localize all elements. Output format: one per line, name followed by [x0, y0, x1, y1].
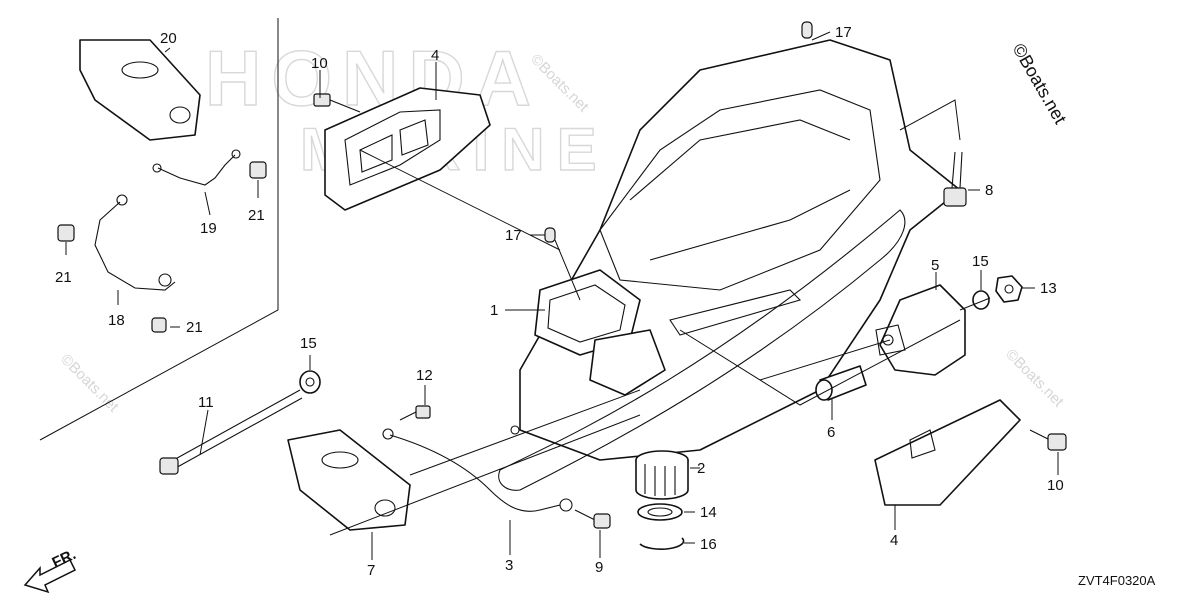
ground-cable-19 — [157, 154, 236, 186]
bolt-10-lower — [1029, 429, 1067, 451]
bolt-21-b — [57, 224, 75, 242]
callout-1: 1 — [490, 302, 498, 319]
bolt-21-a — [249, 161, 267, 179]
pin-17-mid — [544, 227, 556, 243]
washer-15-left — [299, 370, 321, 394]
holder-20 — [79, 39, 201, 141]
callout-7: 7 — [367, 562, 375, 579]
callout-17-mid: 17 — [505, 227, 522, 244]
leader-lines — [65, 31, 1059, 560]
assembly-guides — [329, 99, 991, 536]
bearing-2 — [635, 450, 689, 500]
bolt-10-upper — [313, 93, 361, 113]
callout-10-lower: 10 — [1047, 477, 1064, 494]
inset-divider — [39, 18, 279, 441]
callout-13: 13 — [1040, 280, 1057, 297]
callout-8: 8 — [985, 182, 993, 199]
bolt-9 — [574, 509, 611, 529]
nut-13 — [995, 275, 1023, 303]
callout-2: 2 — [697, 460, 705, 477]
reference-code: ZVT4F0320A — [1078, 573, 1156, 588]
callout-20: 20 — [160, 30, 177, 47]
pin-17-top — [801, 21, 813, 39]
callout-15-left: 15 — [300, 335, 317, 352]
ground-cable-18 — [94, 201, 176, 291]
callout-17-top: 17 — [835, 24, 852, 41]
callout-16: 16 — [700, 536, 717, 553]
callout-9: 9 — [595, 559, 603, 576]
mount-plate-upper — [324, 87, 491, 211]
callout-21-a: 21 — [248, 207, 265, 224]
callout-6: 6 — [827, 424, 835, 441]
case-assembly — [498, 39, 961, 491]
cover-4-lower — [874, 399, 1021, 506]
callout-4-lower: 4 — [890, 532, 898, 549]
callout-11: 11 — [198, 394, 214, 411]
side-watermark: ©Boats.net — [1009, 40, 1071, 127]
callout-4-upper: 4 — [431, 47, 439, 64]
bolt-21-c — [151, 317, 167, 333]
callout-10-upper: 10 — [311, 55, 328, 72]
faint-watermark-1: ©Boats.net — [57, 351, 122, 416]
callout-19: 19 — [200, 220, 217, 237]
callout-21-b: 21 — [55, 269, 72, 286]
washer-15-right — [972, 290, 990, 310]
bolt-11 — [159, 389, 303, 475]
bolt-8 — [943, 151, 967, 207]
callout-3: 3 — [505, 557, 513, 574]
front-arrow-icon — [23, 558, 77, 594]
callout-12: 12 — [416, 367, 433, 384]
mount-rubber-5 — [879, 284, 966, 376]
callout-14: 14 — [700, 504, 717, 521]
clip-16 — [639, 537, 685, 551]
faint-watermark-3: ©Boats.net — [1002, 346, 1067, 411]
callout-21-c: 21 — [186, 319, 203, 336]
cable-3 — [389, 434, 561, 512]
callout-5: 5 — [931, 257, 939, 274]
washer-14 — [637, 503, 683, 521]
holder-7 — [287, 429, 411, 531]
bolt-12 — [399, 405, 431, 421]
callout-15-right: 15 — [972, 253, 989, 270]
callout-18: 18 — [108, 312, 125, 329]
